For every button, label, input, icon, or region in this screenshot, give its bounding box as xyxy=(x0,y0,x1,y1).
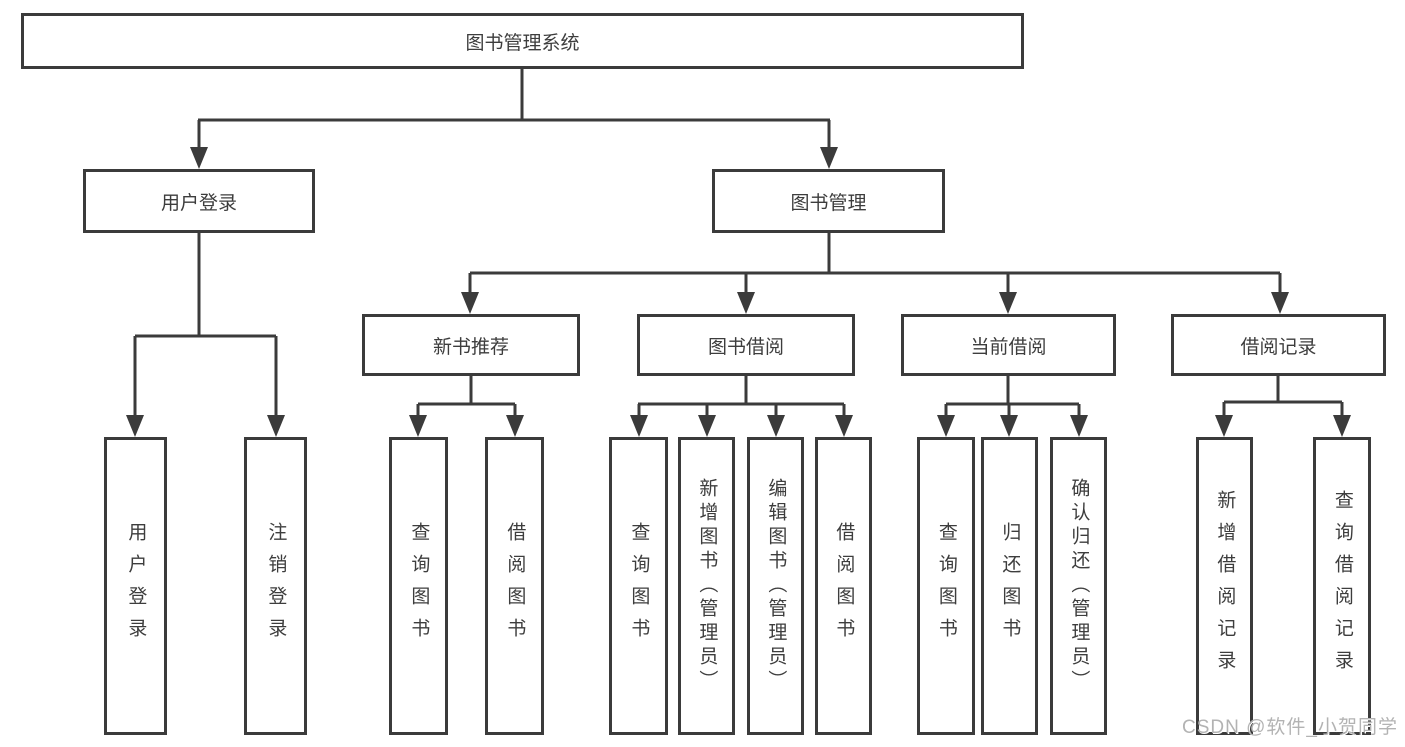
leaf-borrow-book-recommend: 借阅图书 xyxy=(485,437,544,735)
leaf-query-book-current-label: 查询图书 xyxy=(935,522,957,650)
leaf-edit-book-admin: 编辑图书（管理员） xyxy=(747,437,804,735)
node-book-management-label: 图书管理 xyxy=(790,192,867,214)
leaf-confirm-return-admin: 确认归还（管理员） xyxy=(1050,437,1107,735)
leaf-edit-book-admin-label: 编辑图书（管理员） xyxy=(765,478,787,694)
arrow-down-icons xyxy=(126,147,1351,437)
leaf-query-book-recommend: 查询图书 xyxy=(389,437,448,735)
leaf-query-book-current: 查询图书 xyxy=(917,437,975,735)
watermark-text: CSDN @软件_小贺同学 xyxy=(1182,717,1398,738)
node-book-borrow: 图书借阅 xyxy=(637,314,855,376)
leaf-borrow-book-recommend-label: 借阅图书 xyxy=(504,522,526,650)
leaf-query-book-borrow: 查询图书 xyxy=(609,437,668,735)
node-user-login: 用户登录 xyxy=(83,169,315,233)
node-borrow-record: 借阅记录 xyxy=(1171,314,1386,376)
leaf-return-book-label: 归还图书 xyxy=(999,522,1021,650)
leaf-add-book-admin: 新增图书（管理员） xyxy=(678,437,735,735)
connector-new-book xyxy=(416,376,517,416)
node-library-management-system: 图书管理系统 xyxy=(21,13,1024,69)
connector-book-borrow xyxy=(637,376,846,416)
leaf-query-book-recommend-label: 查询图书 xyxy=(408,522,430,650)
leaf-add-borrow-record: 新增借阅记录 xyxy=(1196,437,1253,735)
node-current-borrow-label: 当前借阅 xyxy=(970,336,1047,358)
leaf-user-login: 用户登录 xyxy=(104,437,167,735)
leaf-query-borrow-record-label: 查询借阅记录 xyxy=(1331,490,1353,682)
leaf-borrow-book: 借阅图书 xyxy=(815,437,872,735)
node-user-login-label: 用户登录 xyxy=(160,192,237,214)
node-library-management-system-label: 图书管理系统 xyxy=(465,32,580,54)
leaf-logout-login: 注销登录 xyxy=(244,437,307,735)
leaf-borrow-book-label: 借阅图书 xyxy=(833,522,855,650)
node-book-management: 图书管理 xyxy=(712,169,945,233)
leaf-query-borrow-record: 查询借阅记录 xyxy=(1313,437,1371,735)
node-book-borrow-label: 图书借阅 xyxy=(707,336,784,358)
connector-book-management xyxy=(468,233,1282,293)
connector-user-login xyxy=(133,233,278,416)
leaf-query-book-borrow-label: 查询图书 xyxy=(628,522,650,650)
leaf-logout-login-label: 注销登录 xyxy=(265,522,287,650)
node-borrow-record-label: 借阅记录 xyxy=(1240,336,1317,358)
connector-current-borrow xyxy=(944,376,1081,416)
node-current-borrow: 当前借阅 xyxy=(901,314,1116,376)
connector-root xyxy=(197,69,831,148)
leaf-user-login-label: 用户登录 xyxy=(125,522,147,650)
leaf-confirm-return-admin-label: 确认归还（管理员） xyxy=(1068,478,1090,694)
leaf-add-book-admin-label: 新增图书（管理员） xyxy=(696,478,718,694)
node-new-book-recommend: 新书推荐 xyxy=(362,314,580,376)
leaf-return-book: 归还图书 xyxy=(981,437,1038,735)
connector-borrow-record xyxy=(1222,376,1344,416)
node-new-book-recommend-label: 新书推荐 xyxy=(432,336,509,358)
leaf-add-borrow-record-label: 新增借阅记录 xyxy=(1214,490,1236,682)
